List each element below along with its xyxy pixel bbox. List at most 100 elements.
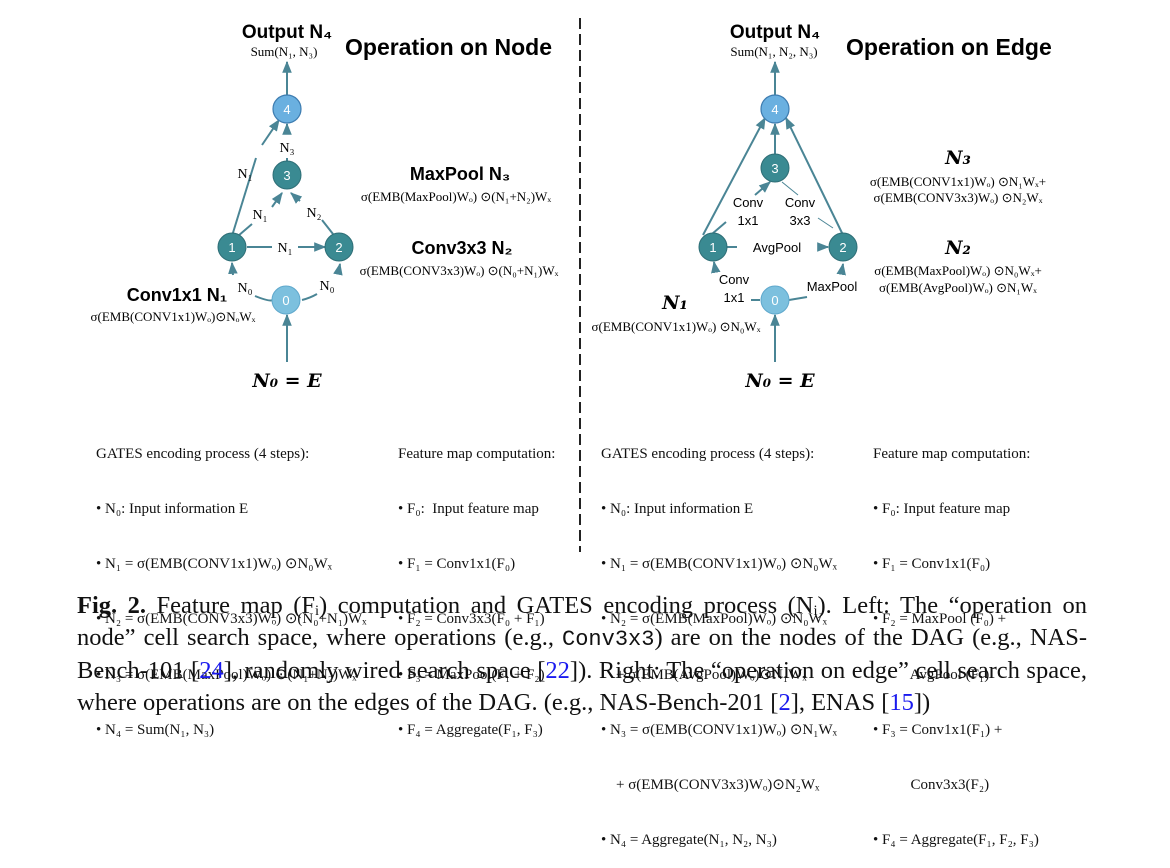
svg-text:3: 3 bbox=[771, 161, 778, 176]
citation-link[interactable]: 2 bbox=[778, 688, 791, 716]
right-gates-step: + σ(EMB(CONV3x3)Wₒ)⊙N₂Wₓ bbox=[601, 777, 820, 794]
citation-link[interactable]: 24 bbox=[199, 657, 224, 684]
left-feature-step: • F₄ = Aggregate(F₁, F₃) bbox=[398, 721, 543, 738]
svg-text:0: 0 bbox=[282, 293, 289, 308]
right-panel: Operation on Edge Output N₄ Sum(N₁, N₂, … bbox=[592, 22, 1052, 392]
right-node-3: 3 bbox=[760, 153, 790, 183]
right-feature-step: AvgPool (F₁) bbox=[873, 666, 990, 683]
left-panel: Operation on Node Output N₄ Sum(N₁, N₃) … bbox=[91, 22, 559, 392]
left-edge-label-0-2: N₀ bbox=[320, 279, 335, 294]
right-gates-title: GATES encoding process (4 steps): bbox=[601, 445, 815, 462]
right-edge-1-4 bbox=[702, 116, 766, 236]
right-op-head-n3: N₃ bbox=[944, 147, 971, 169]
left-edge-0-2b bbox=[333, 262, 343, 276]
left-gates-step: • N₄ = Sum(N₁, N₃) bbox=[96, 721, 215, 738]
right-edge-label-avgpool: AvgPool bbox=[753, 240, 801, 255]
caption-text: ], ENAS [ bbox=[790, 688, 890, 716]
svg-text:2: 2 bbox=[335, 240, 342, 255]
left-gates-step: • N₃ = σ(EMB(MaxPool)Wₒ) ⊙(N₁+N₂)Wₓ bbox=[96, 666, 357, 683]
left-feature-step: • F₂ = Conv3x3(F₀ + F₁) bbox=[398, 611, 545, 628]
left-edge-0-1b bbox=[228, 261, 238, 276]
caption-text: ]). Right: The “operation on edge” cell … bbox=[77, 657, 1087, 716]
left-edge-label-1-2: N₁ bbox=[278, 241, 293, 256]
right-edge-label-maxpool: MaxPool bbox=[807, 279, 858, 294]
right-node-1: 1 bbox=[698, 232, 728, 262]
left-feature-block: Feature map computation: • F₀: Input fea… bbox=[398, 408, 555, 758]
left-edge-1-4a bbox=[231, 157, 257, 237]
right-feature-step: • F₀: Input feature map bbox=[873, 501, 1011, 518]
caption-code: Conv3x3 bbox=[562, 626, 655, 652]
left-op-formula-conv1x1: σ(EMB(CONV1x1)Wₒ)⊙NₒWₓ bbox=[91, 309, 256, 324]
right-gates-step: • N₁ = σ(EMB(CONV1x1)Wₒ) ⊙N₀Wₓ bbox=[601, 556, 837, 573]
caption-text: ) are on the nodes of the DAG (e.g., NAS… bbox=[77, 623, 1087, 685]
left-node-2: 2 bbox=[324, 232, 354, 262]
right-gates-step: + σ(EMB(AvgPool)Wₒ)⊙N₁Wₓ bbox=[601, 666, 807, 683]
right-gates-step: • N₃ = σ(EMB(CONV1x1)Wₒ) ⊙N₁Wₓ bbox=[601, 721, 837, 738]
left-edge-2-3a bbox=[321, 219, 334, 235]
right-edge-label-conv1x1-bot-1: Conv bbox=[719, 272, 750, 287]
right-op-formula-n1: σ(EMB(CONV1x1)Wₒ) ⊙N₀Wₓ bbox=[592, 319, 761, 334]
caption-text: ], randomly wired search space [ bbox=[223, 657, 546, 684]
left-op-formula-maxpool: σ(EMB(MaxPool)Wₒ) ⊙(N₁+N₂)Wₓ bbox=[361, 189, 551, 204]
svg-text:3: 3 bbox=[283, 168, 290, 183]
figure-diagram: Operation on Node Output N₄ Sum(N₁, N₃) … bbox=[91, 18, 1052, 552]
left-feature-step: • F₀: Input feature map bbox=[398, 501, 539, 518]
left-edge-0-1a bbox=[254, 295, 274, 302]
right-gates-step: • N₂ = σ(EMB(MaxPool)Wₒ) ⊙N₀Wₓ bbox=[601, 611, 827, 628]
right-title: Operation on Edge bbox=[846, 34, 1052, 60]
left-gates-step: • N₀: Input information E bbox=[96, 501, 249, 518]
citation-link[interactable]: 22 bbox=[545, 657, 570, 684]
right-op-formula-n3-line1: σ(EMB(CONV1x1)Wₒ) ⊙N₁Wₓ+ bbox=[870, 174, 1046, 189]
left-gates-block: GATES encoding process (4 steps): • N₀: … bbox=[96, 408, 366, 758]
right-op-formula-n2-line1: σ(EMB(MaxPool)Wₒ) ⊙N₀Wₓ+ bbox=[874, 263, 1042, 278]
right-edge-0-2b bbox=[836, 262, 846, 276]
right-edge-label-conv3x3-2: 3x3 bbox=[790, 213, 811, 228]
left-edge-label-1-3: N₁ bbox=[253, 208, 268, 223]
citation-link[interactable]: 15 bbox=[889, 688, 914, 716]
right-op-head-n1: N₁ bbox=[661, 292, 688, 314]
left-edge-2-3b bbox=[290, 192, 303, 204]
left-op-head-maxpool: MaxPool N₃ bbox=[410, 164, 510, 184]
right-node-0: 0 bbox=[760, 285, 790, 315]
right-edge-1-3b bbox=[754, 181, 771, 196]
svg-text:2: 2 bbox=[839, 240, 846, 255]
caption-text: Feature map (Fᵢ) computation and GATES e… bbox=[77, 592, 1087, 651]
right-edge-label-conv1x1-top-2: 1x1 bbox=[738, 213, 759, 228]
right-edge-1-3a bbox=[711, 221, 727, 235]
left-output-label: Output N₄ bbox=[242, 22, 332, 43]
left-op-formula-conv3x3: σ(EMB(CONV3x3)Wₒ) ⊙(N₀+N₁)Wₓ bbox=[360, 263, 559, 278]
svg-text:4: 4 bbox=[283, 102, 290, 117]
left-edge-label-3-4: N₃ bbox=[280, 141, 295, 156]
right-output-formula: Sum(N₁, N₂, N₃) bbox=[730, 44, 817, 59]
left-feature-step: • F₁ = Conv1x1(F₀) bbox=[398, 556, 516, 573]
left-op-head-conv3x3: Conv3x3 N₂ bbox=[411, 238, 512, 258]
left-edge-label-2-3: N₂ bbox=[307, 206, 322, 221]
right-node-4: 4 bbox=[760, 94, 790, 124]
left-edge-0-2a bbox=[301, 293, 318, 301]
right-edge-2-4 bbox=[785, 116, 844, 236]
right-edge-2-3b bbox=[817, 217, 834, 229]
right-op-formula-n3-line2: σ(EMB(CONV3x3)Wₒ) ⊙N₂Wₓ bbox=[874, 190, 1043, 205]
right-node-2: 2 bbox=[828, 232, 858, 262]
left-edge-1-4b bbox=[261, 119, 280, 146]
right-edge-label-conv3x3-1: Conv bbox=[785, 195, 816, 210]
left-node-4: 4 bbox=[272, 94, 302, 124]
right-op-head-n2: N₂ bbox=[944, 237, 971, 259]
right-feature-step: Conv3x3(F₂) bbox=[873, 777, 990, 794]
svg-text:4: 4 bbox=[771, 102, 778, 117]
right-edge-0-1a bbox=[711, 260, 721, 274]
right-edge-label-conv1x1-bot-2: 1x1 bbox=[724, 290, 745, 305]
right-feature-step: • F₄ = Aggregate(F₁, F₂, F₃) bbox=[873, 832, 1039, 849]
figure-caption: Fig. 2. Feature map (Fᵢ) computation and… bbox=[77, 590, 1087, 718]
right-feature-step: • F₁ = Conv1x1(F₀) bbox=[873, 556, 991, 573]
right-edge-label-conv1x1-top-1: Conv bbox=[733, 195, 764, 210]
left-title: Operation on Node bbox=[345, 34, 552, 60]
right-gates-step: • N₄ = Aggregate(N₁, N₂, N₃) bbox=[601, 832, 777, 849]
left-edge-label-1-4: N₁ bbox=[238, 167, 253, 182]
right-edge-2-3a bbox=[781, 181, 799, 196]
right-edge-0-2a bbox=[788, 296, 808, 301]
left-node-1: 1 bbox=[217, 232, 247, 262]
left-feature-title: Feature map computation: bbox=[398, 445, 556, 462]
left-edge-label-0-1: N₀ bbox=[238, 281, 253, 296]
left-output-formula: Sum(N₁, N₃) bbox=[251, 44, 318, 59]
